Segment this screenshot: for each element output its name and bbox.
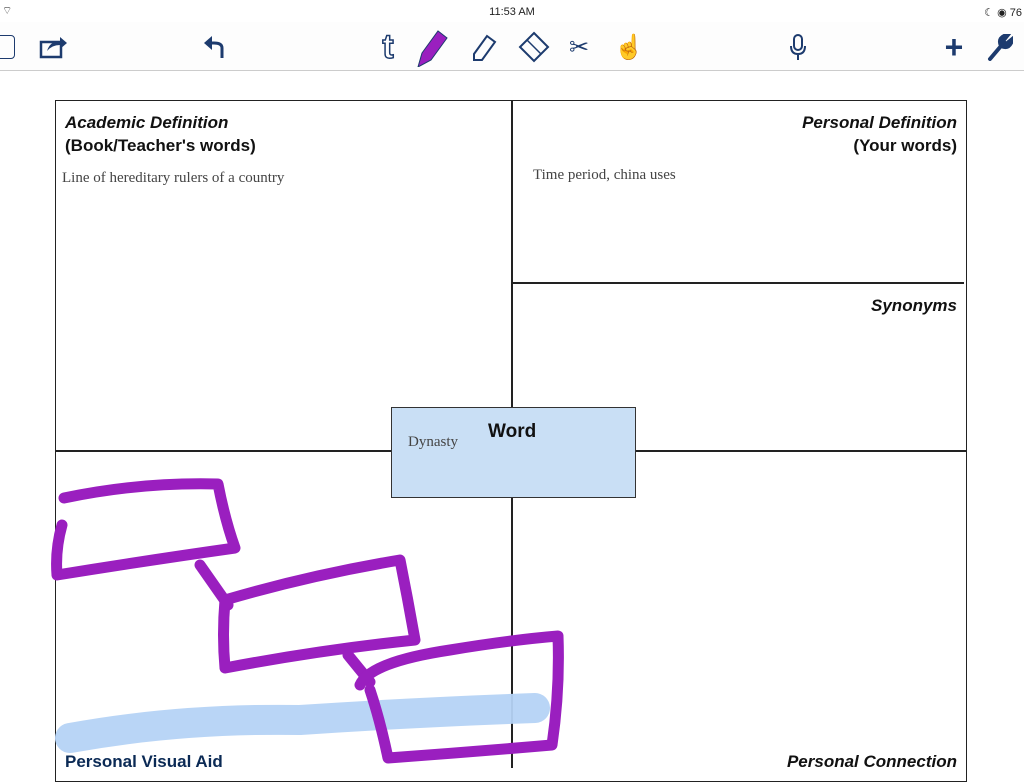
personal-connection-title: Personal Connection xyxy=(786,752,957,771)
status-bar: ⌔ 11:53 AM ☾ ◉ 76 xyxy=(0,0,1024,22)
add-button[interactable]: + xyxy=(937,28,971,65)
pen-stroke-box-2 xyxy=(218,554,421,674)
word-title: Word xyxy=(488,421,537,442)
wifi-icon: ⌔ xyxy=(2,5,13,17)
highlighter-tool-button[interactable] xyxy=(467,30,501,64)
microphone-icon xyxy=(790,34,806,60)
text-tool-button[interactable]: t xyxy=(382,27,395,67)
share-button[interactable] xyxy=(36,30,70,64)
undo-button[interactable] xyxy=(198,30,232,64)
synonyms-title: Synonyms xyxy=(871,296,957,315)
share-icon xyxy=(39,37,67,59)
personal-visual-aid-title: Personal Visual Aid xyxy=(65,752,223,771)
personal-definition-subtitle: (Your words) xyxy=(853,136,957,155)
highlighter-stroke xyxy=(55,693,550,753)
battery-level: 76 xyxy=(1009,7,1022,19)
academic-definition-title: Academic Definition xyxy=(65,113,229,132)
microphone-button[interactable] xyxy=(781,30,815,64)
academic-definition-subtitle: (Book/Teacher's words) xyxy=(65,136,256,155)
plus-icon: + xyxy=(944,28,964,65)
hand-pointer-icon: ☝ xyxy=(614,33,644,61)
pen-stroke-box-3 xyxy=(354,630,564,764)
pen-stroke-box-1 xyxy=(51,478,241,581)
settings-button[interactable] xyxy=(983,30,1017,64)
academic-definition-answer[interactable]: Line of hereditary rulers of a country xyxy=(62,170,285,186)
pages-button[interactable] xyxy=(0,30,20,64)
undo-icon xyxy=(204,36,224,58)
moon-icon: ☾ ◉ xyxy=(984,7,1010,19)
highlighter-icon xyxy=(473,34,497,61)
scissors-icon: ✂ xyxy=(568,33,590,61)
clock: 11:53 AM xyxy=(489,6,535,18)
toolbar: t ✂ ☝ + xyxy=(0,22,1024,71)
pen-icon xyxy=(417,30,448,67)
wrench-icon xyxy=(988,34,1013,61)
personal-definition-title: Personal Definition xyxy=(802,113,957,132)
divider xyxy=(512,282,964,284)
eraser-icon xyxy=(518,31,550,63)
pointer-tool-button[interactable]: ☝ xyxy=(612,30,646,64)
word-answer[interactable]: Dynasty xyxy=(408,434,458,450)
personal-definition-answer[interactable]: Time period, china uses xyxy=(533,167,676,183)
eraser-tool-button[interactable] xyxy=(517,30,551,64)
word-box: Word Dynasty xyxy=(391,407,636,498)
scissors-tool-button[interactable]: ✂ xyxy=(562,30,596,64)
pen-tool-button[interactable] xyxy=(414,30,448,67)
